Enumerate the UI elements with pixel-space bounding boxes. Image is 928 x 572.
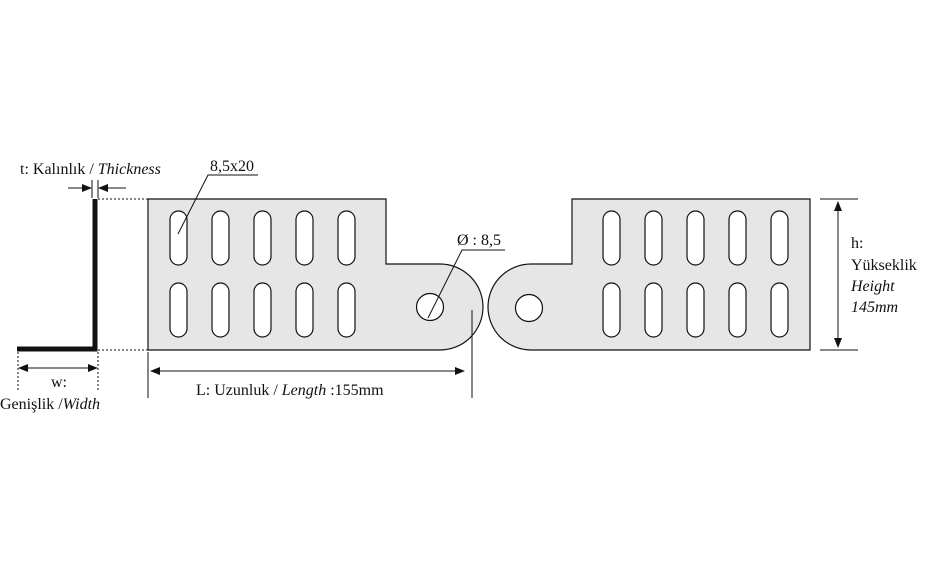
right-pivot-hole	[514, 293, 544, 323]
height-label: h:	[851, 235, 863, 252]
slot	[253, 282, 272, 338]
slot	[169, 282, 188, 338]
width-label: w:	[51, 374, 67, 391]
slot	[686, 210, 705, 266]
length-dimension	[147, 310, 473, 398]
slot	[211, 282, 230, 338]
slot	[644, 282, 663, 338]
projection-lines	[17, 198, 148, 392]
thickness-dimension	[68, 180, 126, 198]
slot	[211, 210, 230, 266]
slot	[169, 210, 188, 266]
slot	[337, 282, 356, 338]
slot	[337, 210, 356, 266]
right-plate-slots	[602, 210, 789, 338]
length-label: L: Uzunluk / Length :155mm	[196, 382, 384, 399]
thickness-label: t: Kalınlık / Thickness	[20, 161, 161, 178]
slot	[728, 210, 747, 266]
slot	[686, 282, 705, 338]
slot	[295, 210, 314, 266]
height-caption-tr: Yükseklik	[851, 257, 917, 274]
slot	[728, 282, 747, 338]
slot	[602, 210, 621, 266]
height-caption-en: Height	[850, 278, 895, 295]
left-pivot-hole	[415, 292, 445, 322]
slot	[253, 210, 272, 266]
height-dimension	[820, 198, 858, 351]
slot-size-label: 8,5x20	[210, 158, 254, 175]
left-plate	[147, 198, 484, 351]
slot	[770, 210, 789, 266]
slot	[644, 210, 663, 266]
width-caption: Genişlik /Width	[0, 396, 100, 413]
l-profile-section	[17, 199, 98, 352]
slot	[602, 282, 621, 338]
slot	[770, 282, 789, 338]
height-value: 145mm	[851, 299, 898, 316]
hole-diameter-label: Ø : 8,5	[457, 232, 501, 249]
leader-lines	[177, 174, 505, 319]
left-plate-slots	[169, 210, 356, 338]
slot	[295, 282, 314, 338]
